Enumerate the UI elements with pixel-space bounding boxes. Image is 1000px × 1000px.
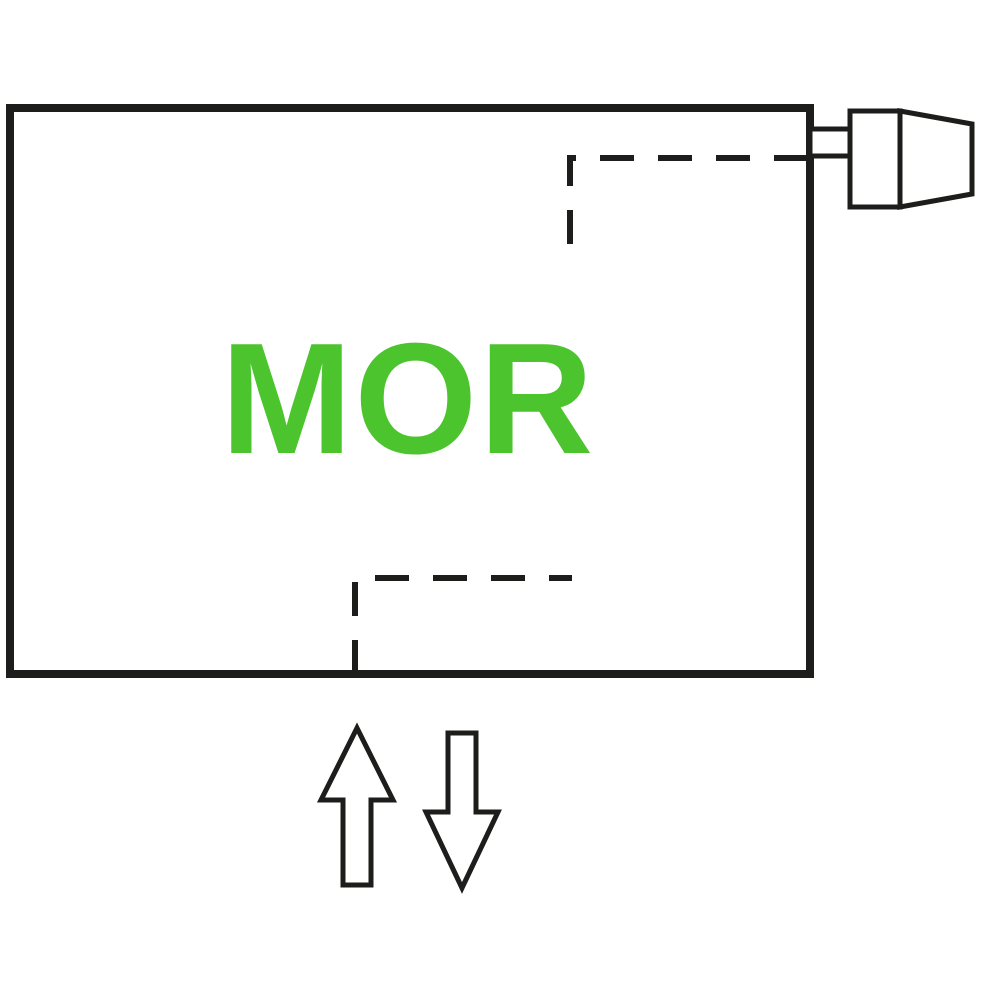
radiator-panel-outline bbox=[6, 104, 814, 678]
thermostatic-valve-body-icon bbox=[847, 108, 903, 210]
model-label: MOR bbox=[221, 311, 596, 487]
valve-stub-pipe bbox=[807, 126, 853, 159]
thermostatic-valve-cone-icon bbox=[897, 108, 975, 210]
up-arrow-icon bbox=[316, 722, 398, 888]
down-arrow-icon bbox=[422, 730, 502, 894]
dashed-connection-top-right bbox=[567, 155, 808, 255]
dashed-connection-bottom-center bbox=[352, 575, 572, 674]
